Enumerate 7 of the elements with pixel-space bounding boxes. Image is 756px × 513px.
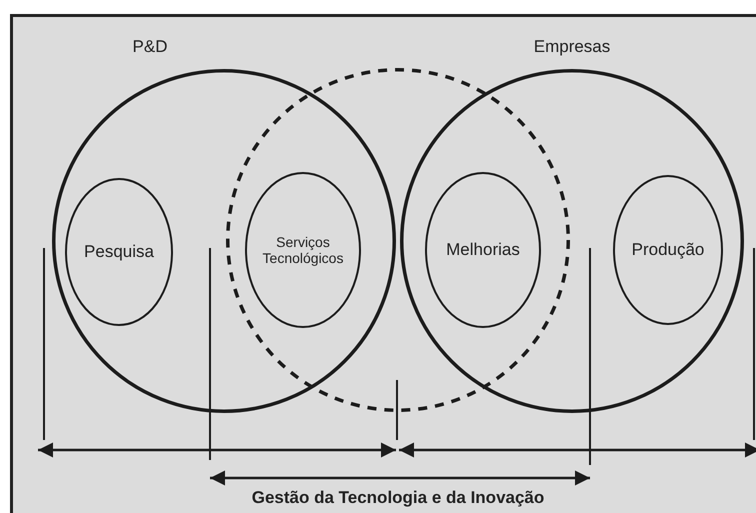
circle-heading: Empresas [534, 37, 610, 57]
circle-heading: P&D [132, 37, 168, 57]
node-label: Serviços Tecnológicos [262, 234, 344, 266]
span-label: Gestão da Tecnologia e da Inovação [252, 488, 544, 508]
node-label: Produção [630, 240, 706, 260]
node-label: Pesquisa [83, 242, 155, 262]
node-label: Melhorias [445, 240, 521, 260]
